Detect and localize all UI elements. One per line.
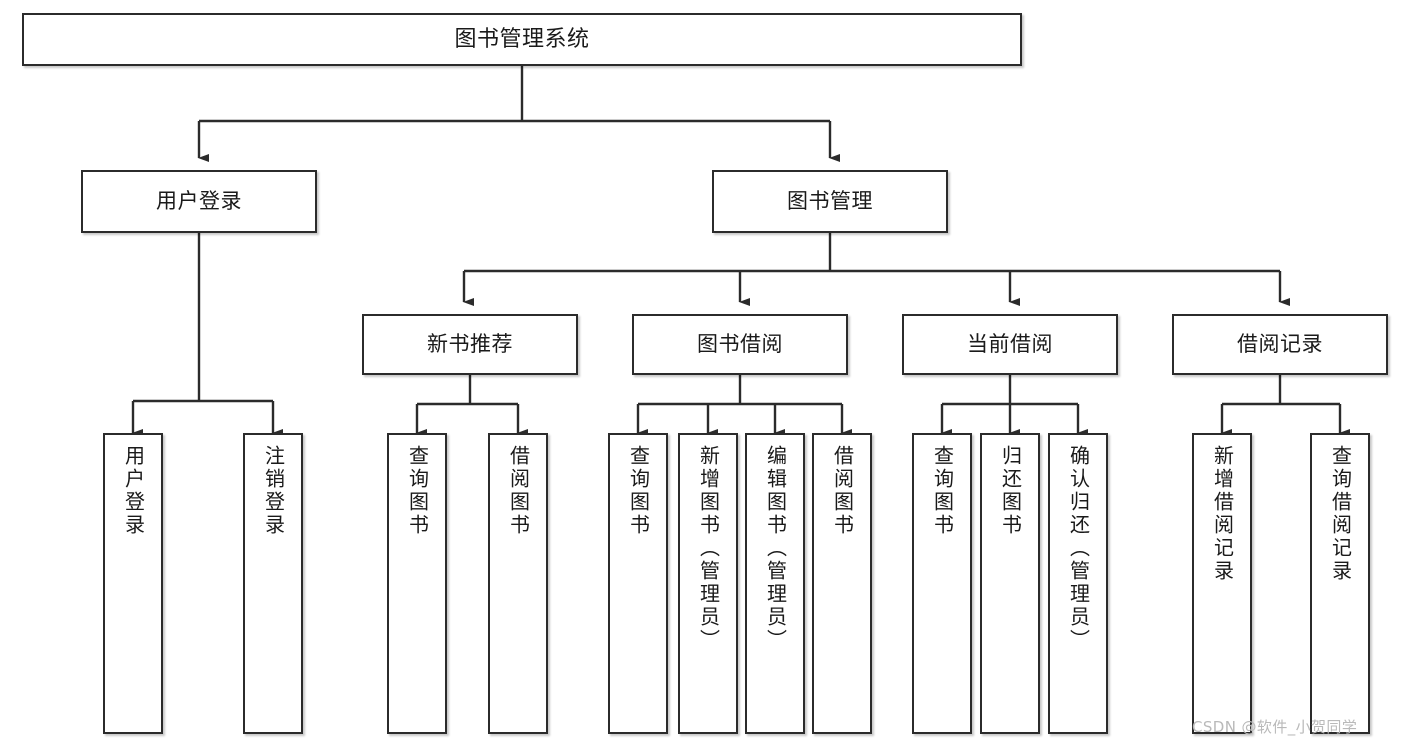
node-leaf-confirm-return[interactable]: 确认归还（管理员）	[1048, 433, 1108, 734]
node-leaf-borrow-book-1[interactable]: 借阅图书	[488, 433, 548, 734]
node-label: 借阅图书	[830, 445, 855, 537]
node-book-management[interactable]: 图书管理	[712, 170, 948, 233]
node-label: 用户登录	[156, 189, 242, 214]
node-label: 新书推荐	[427, 332, 513, 357]
node-leaf-return-book[interactable]: 归还图书	[980, 433, 1040, 734]
node-label: 借阅记录	[1237, 332, 1323, 357]
node-leaf-borrow-book-2[interactable]: 借阅图书	[812, 433, 872, 734]
node-root-book-management-system[interactable]: 图书管理系统	[22, 13, 1022, 66]
csdn-watermark: CSDN @软件_小贺同学	[1192, 718, 1358, 736]
node-leaf-edit-book[interactable]: 编辑图书（管理员）	[745, 433, 805, 734]
node-new-book-recommend[interactable]: 新书推荐	[362, 314, 578, 375]
node-label: 图书借阅	[697, 332, 783, 357]
node-leaf-query-book-1[interactable]: 查询图书	[387, 433, 447, 734]
node-leaf-query-book-2[interactable]: 查询图书	[608, 433, 668, 734]
node-user-login[interactable]: 用户登录	[81, 170, 317, 233]
node-label: 图书管理	[787, 189, 873, 214]
node-label: 确认归还（管理员）	[1066, 445, 1091, 652]
node-borrow-record[interactable]: 借阅记录	[1172, 314, 1388, 375]
node-leaf-query-book-3[interactable]: 查询图书	[912, 433, 972, 734]
node-leaf-user-login[interactable]: 用户登录	[103, 433, 163, 734]
node-current-borrow[interactable]: 当前借阅	[902, 314, 1118, 375]
node-leaf-query-record[interactable]: 查询借阅记录	[1310, 433, 1370, 734]
node-leaf-add-record[interactable]: 新增借阅记录	[1192, 433, 1252, 734]
node-label: 查询图书	[930, 445, 955, 537]
node-label: 编辑图书（管理员）	[763, 445, 788, 652]
node-leaf-logout-login[interactable]: 注销登录	[243, 433, 303, 734]
node-label: 图书管理系统	[454, 26, 590, 52]
node-label: 当前借阅	[967, 332, 1053, 357]
node-label: 新增借阅记录	[1210, 445, 1235, 583]
node-label: 查询借阅记录	[1328, 445, 1353, 583]
node-label: 新增图书（管理员）	[696, 445, 721, 652]
node-label: 查询图书	[626, 445, 651, 537]
node-book-borrow[interactable]: 图书借阅	[632, 314, 848, 375]
node-label: 用户登录	[121, 445, 146, 537]
node-label: 注销登录	[261, 445, 286, 537]
node-leaf-add-book[interactable]: 新增图书（管理员）	[678, 433, 738, 734]
node-label: 查询图书	[405, 445, 430, 537]
node-label: 归还图书	[998, 445, 1023, 537]
node-label: 借阅图书	[506, 445, 531, 537]
